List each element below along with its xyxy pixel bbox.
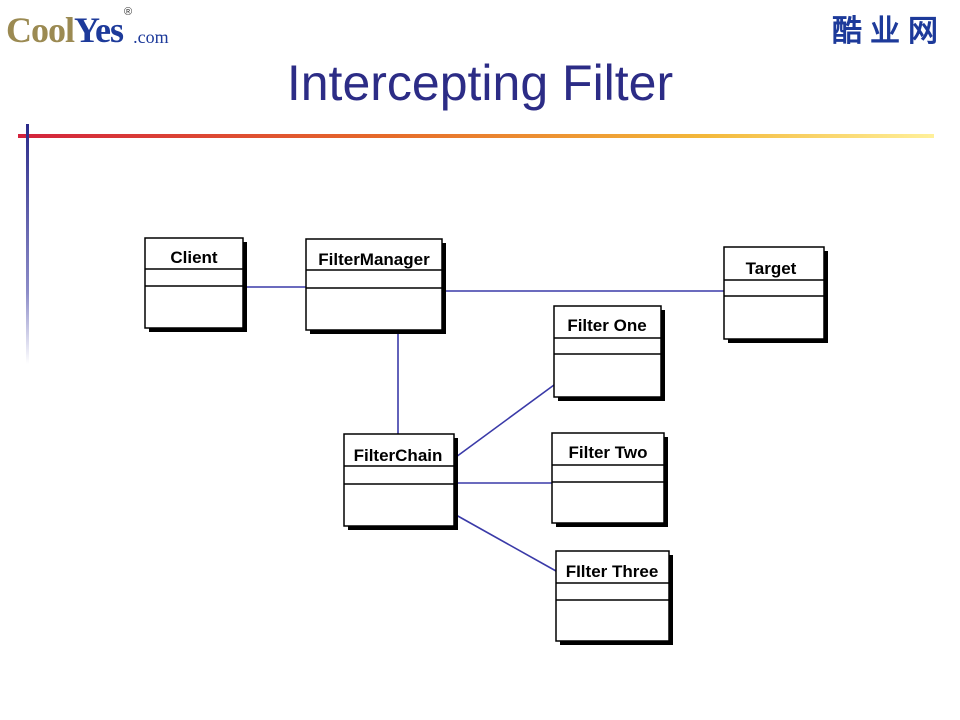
logo-cool-text: Cool: [6, 10, 75, 50]
logo-domain-text: .com: [133, 27, 169, 47]
class-box-filter-one: Filter One: [553, 305, 665, 401]
class-name-target: Target: [746, 259, 797, 278]
class-box-filterchain: FilterChain: [343, 433, 458, 530]
slide-title: Intercepting Filter: [286, 55, 674, 111]
class-name-filter-two: Filter Two: [568, 443, 647, 462]
brand-cn-text: 酷业网: [832, 14, 946, 49]
class-box-client: Client: [144, 237, 247, 332]
class-name-filterchain: FilterChain: [354, 446, 443, 465]
class-box-filtermanager: FilterManager: [305, 238, 446, 334]
class-name-client: Client: [170, 248, 218, 267]
class-name-filtermanager: FilterManager: [318, 250, 430, 269]
class-name-filter-one: Filter One: [567, 316, 646, 335]
class-box-filter-two: Filter Two: [551, 432, 668, 527]
class-name-filter-three: FIlter Three: [566, 562, 659, 581]
class-box-target: Target: [723, 246, 828, 343]
registered-mark: ®: [124, 6, 133, 18]
connector-filterchain-filterone: [455, 384, 555, 458]
logo-yes-text: Yes: [74, 10, 124, 50]
left-accent-bar: [26, 124, 29, 364]
class-box-filter-three: FIlter Three: [555, 550, 673, 645]
title-underline: [18, 134, 934, 138]
connector-filterchain-filterthree: [455, 514, 557, 572]
coolyes-logo[interactable]: Cool Yes ® .com: [6, 4, 169, 48]
